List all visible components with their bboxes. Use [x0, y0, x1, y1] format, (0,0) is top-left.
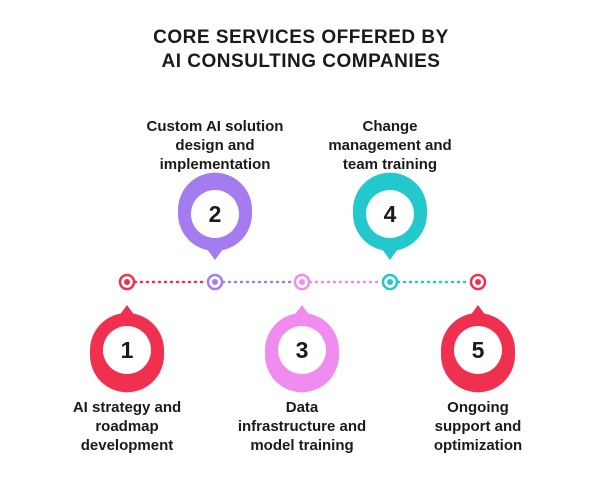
- service-1-line-3: development: [80, 437, 174, 454]
- diagram-title: CORE SERVICES OFFERED BY AI CONSULTING C…: [0, 26, 602, 74]
- service-3-line-2: infrastructure and: [237, 418, 367, 435]
- service-label-4: Change management and team training: [305, 117, 475, 174]
- timeline-dot-2: [206, 273, 224, 291]
- timeline-dot-5: [469, 273, 487, 291]
- service-label-3: Data infrastructure and model training: [217, 398, 387, 455]
- service-5-line-1: Ongoing: [447, 399, 509, 416]
- title-line-1: CORE SERVICES OFFERED BY: [153, 27, 449, 48]
- service-3-line-1: Data: [285, 399, 319, 416]
- service-2-line-3: implementation: [159, 156, 271, 173]
- service-label-2: Custom AI solution design and implementa…: [130, 117, 300, 174]
- service-4-line-1: Change: [362, 118, 418, 135]
- pin-1: 1: [90, 305, 164, 393]
- service-5-line-3: optimization: [433, 437, 523, 454]
- pin-5-number: 5: [472, 337, 485, 363]
- timeline-dot-4: [381, 273, 399, 291]
- pin-4: 4: [353, 172, 427, 260]
- pin-2: 2: [178, 172, 252, 260]
- service-3-line-3: model training: [250, 437, 354, 454]
- pin-2-number: 2: [209, 201, 222, 227]
- service-label-1: AI strategy and roadmap development: [42, 398, 212, 455]
- pin-1-number: 1: [121, 337, 134, 363]
- pin-5: 5: [440, 305, 515, 393]
- service-label-5: Ongoing support and optimization: [393, 398, 563, 455]
- service-2-line-1: Custom AI solution: [146, 118, 284, 135]
- pin-4-number: 4: [384, 201, 397, 227]
- service-4-line-3: team training: [342, 156, 438, 173]
- service-4-line-2: management and: [328, 137, 452, 154]
- title-line-2: AI CONSULTING COMPANIES: [161, 51, 441, 72]
- service-1-line-2: roadmap: [95, 418, 159, 435]
- service-5-line-2: support and: [434, 418, 522, 435]
- service-1-line-1: AI strategy and: [72, 399, 182, 416]
- pin-3-number: 3: [296, 337, 309, 363]
- pin-3: 3: [265, 305, 339, 393]
- timeline-dot-3: [293, 273, 311, 291]
- service-2-line-2: design and: [175, 137, 255, 154]
- timeline-dot-1: [118, 273, 136, 291]
